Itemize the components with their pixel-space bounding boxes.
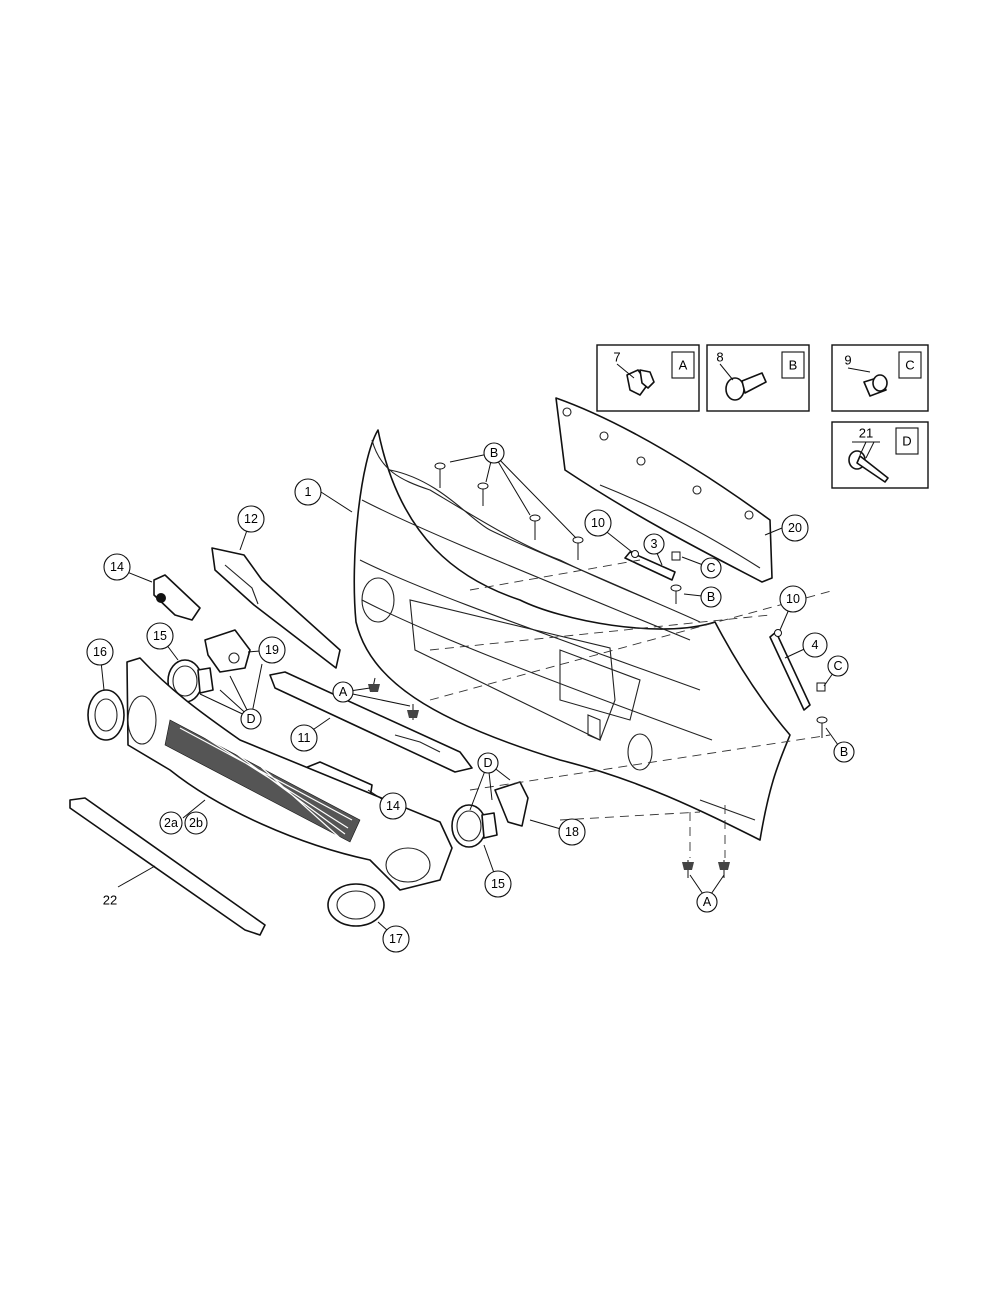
callout-b1: B [483, 442, 505, 464]
bracket-part-3 [624, 551, 676, 581]
svg-text:A: A [339, 685, 348, 699]
svg-text:A: A [703, 895, 712, 909]
upper-panel-part [555, 397, 773, 583]
callout-16: 16 [86, 638, 114, 666]
callout-10b: 10 [779, 585, 807, 613]
bezel-ring-part-16 [87, 689, 125, 741]
svg-text:B: B [707, 590, 715, 604]
inset-c: 9 C [831, 344, 929, 412]
inset-a: 7 A [596, 344, 700, 412]
callout-cc2: C [827, 655, 849, 677]
svg-text:2b: 2b [189, 816, 203, 830]
trim-strip-part-22 [69, 797, 266, 936]
callout-10a: 10 [584, 509, 612, 537]
inset-b-letter: B [789, 358, 798, 373]
callout-20: 20 [781, 514, 809, 542]
inset-b-part-number: 8 [716, 350, 723, 365]
fog-lamp-part-15b [451, 804, 498, 848]
inset-b: 8 B [706, 344, 810, 412]
callout-17: 17 [382, 925, 410, 953]
svg-text:10: 10 [591, 516, 605, 530]
label-22: 22 [103, 893, 117, 908]
rivet-icon [848, 441, 889, 483]
side-trim-part-14a [153, 574, 201, 621]
inset-c-letter: C [905, 358, 914, 373]
svg-text:14: 14 [110, 560, 124, 574]
callout-15b: 15 [484, 870, 512, 898]
inset-c-part-number: 9 [844, 353, 851, 368]
bezel-ring-part-17 [327, 883, 385, 927]
callout-b3: B [833, 741, 855, 763]
callout-2a: 2a [159, 811, 183, 835]
callout-19: 19 [258, 636, 286, 664]
inset-d-part-number: 21 [859, 426, 873, 441]
callout-15a: 15 [146, 622, 174, 650]
svg-text:B: B [490, 446, 498, 460]
callout-a1: A [332, 681, 354, 703]
svg-text:B: B [840, 745, 848, 759]
callout-14a: 14 [103, 553, 131, 581]
inset-d: 21 D [831, 421, 929, 489]
svg-text:12: 12 [244, 512, 258, 526]
svg-text:D: D [246, 712, 255, 726]
svg-text:C: C [833, 659, 842, 673]
inset-a-letter: A [679, 358, 688, 373]
svg-text:4: 4 [812, 638, 819, 652]
callout-4: 4 [802, 632, 828, 658]
callout-d1: D [240, 708, 262, 730]
lamp-bracket-part-18 [494, 781, 529, 827]
callout-18: 18 [558, 818, 586, 846]
inset-a-part-number: 7 [613, 350, 620, 365]
callout-2b: 2b [184, 811, 208, 835]
callout-11: 11 [290, 724, 318, 752]
svg-text:C: C [706, 561, 715, 575]
svg-text:17: 17 [389, 932, 403, 946]
svg-text:16: 16 [93, 645, 107, 659]
screw-icon [719, 363, 767, 401]
svg-text:18: 18 [565, 825, 579, 839]
callout-d2: D [477, 752, 499, 774]
svg-text:2a: 2a [164, 816, 178, 830]
callout-12: 12 [237, 505, 265, 533]
nut-icon [847, 367, 888, 397]
alignment-lines [429, 559, 836, 858]
callout-cc1: C [700, 557, 722, 579]
svg-text:11: 11 [298, 731, 311, 745]
svg-text:19: 19 [265, 643, 279, 657]
svg-text:15: 15 [491, 877, 505, 891]
callout-b2: B [700, 586, 722, 608]
lower-bracket-part-11 [269, 671, 473, 773]
svg-text:10: 10 [786, 592, 800, 606]
callout-1: 1 [294, 478, 322, 506]
svg-text:D: D [483, 756, 492, 770]
svg-text:3: 3 [651, 537, 658, 551]
callout-14b: 14 [379, 792, 407, 820]
inset-d-letter: D [902, 434, 911, 449]
lower-grille-part-2 [126, 657, 453, 891]
svg-text:20: 20 [788, 521, 802, 535]
bracket-part-4 [769, 631, 811, 711]
fasteners [368, 462, 828, 878]
lamp-bracket-part-19 [204, 629, 251, 673]
callouts: 1 B 10 3 C B 20 10 4 C B A 12 14 15 19 1… [86, 442, 855, 953]
push-clip-icon [616, 363, 655, 396]
svg-text:15: 15 [153, 629, 167, 643]
upper-bracket-part-12 [211, 547, 341, 669]
svg-text:14: 14 [386, 799, 400, 813]
svg-text:1: 1 [305, 485, 312, 499]
callout-a2: A [696, 891, 718, 913]
callout-3: 3 [643, 533, 665, 555]
